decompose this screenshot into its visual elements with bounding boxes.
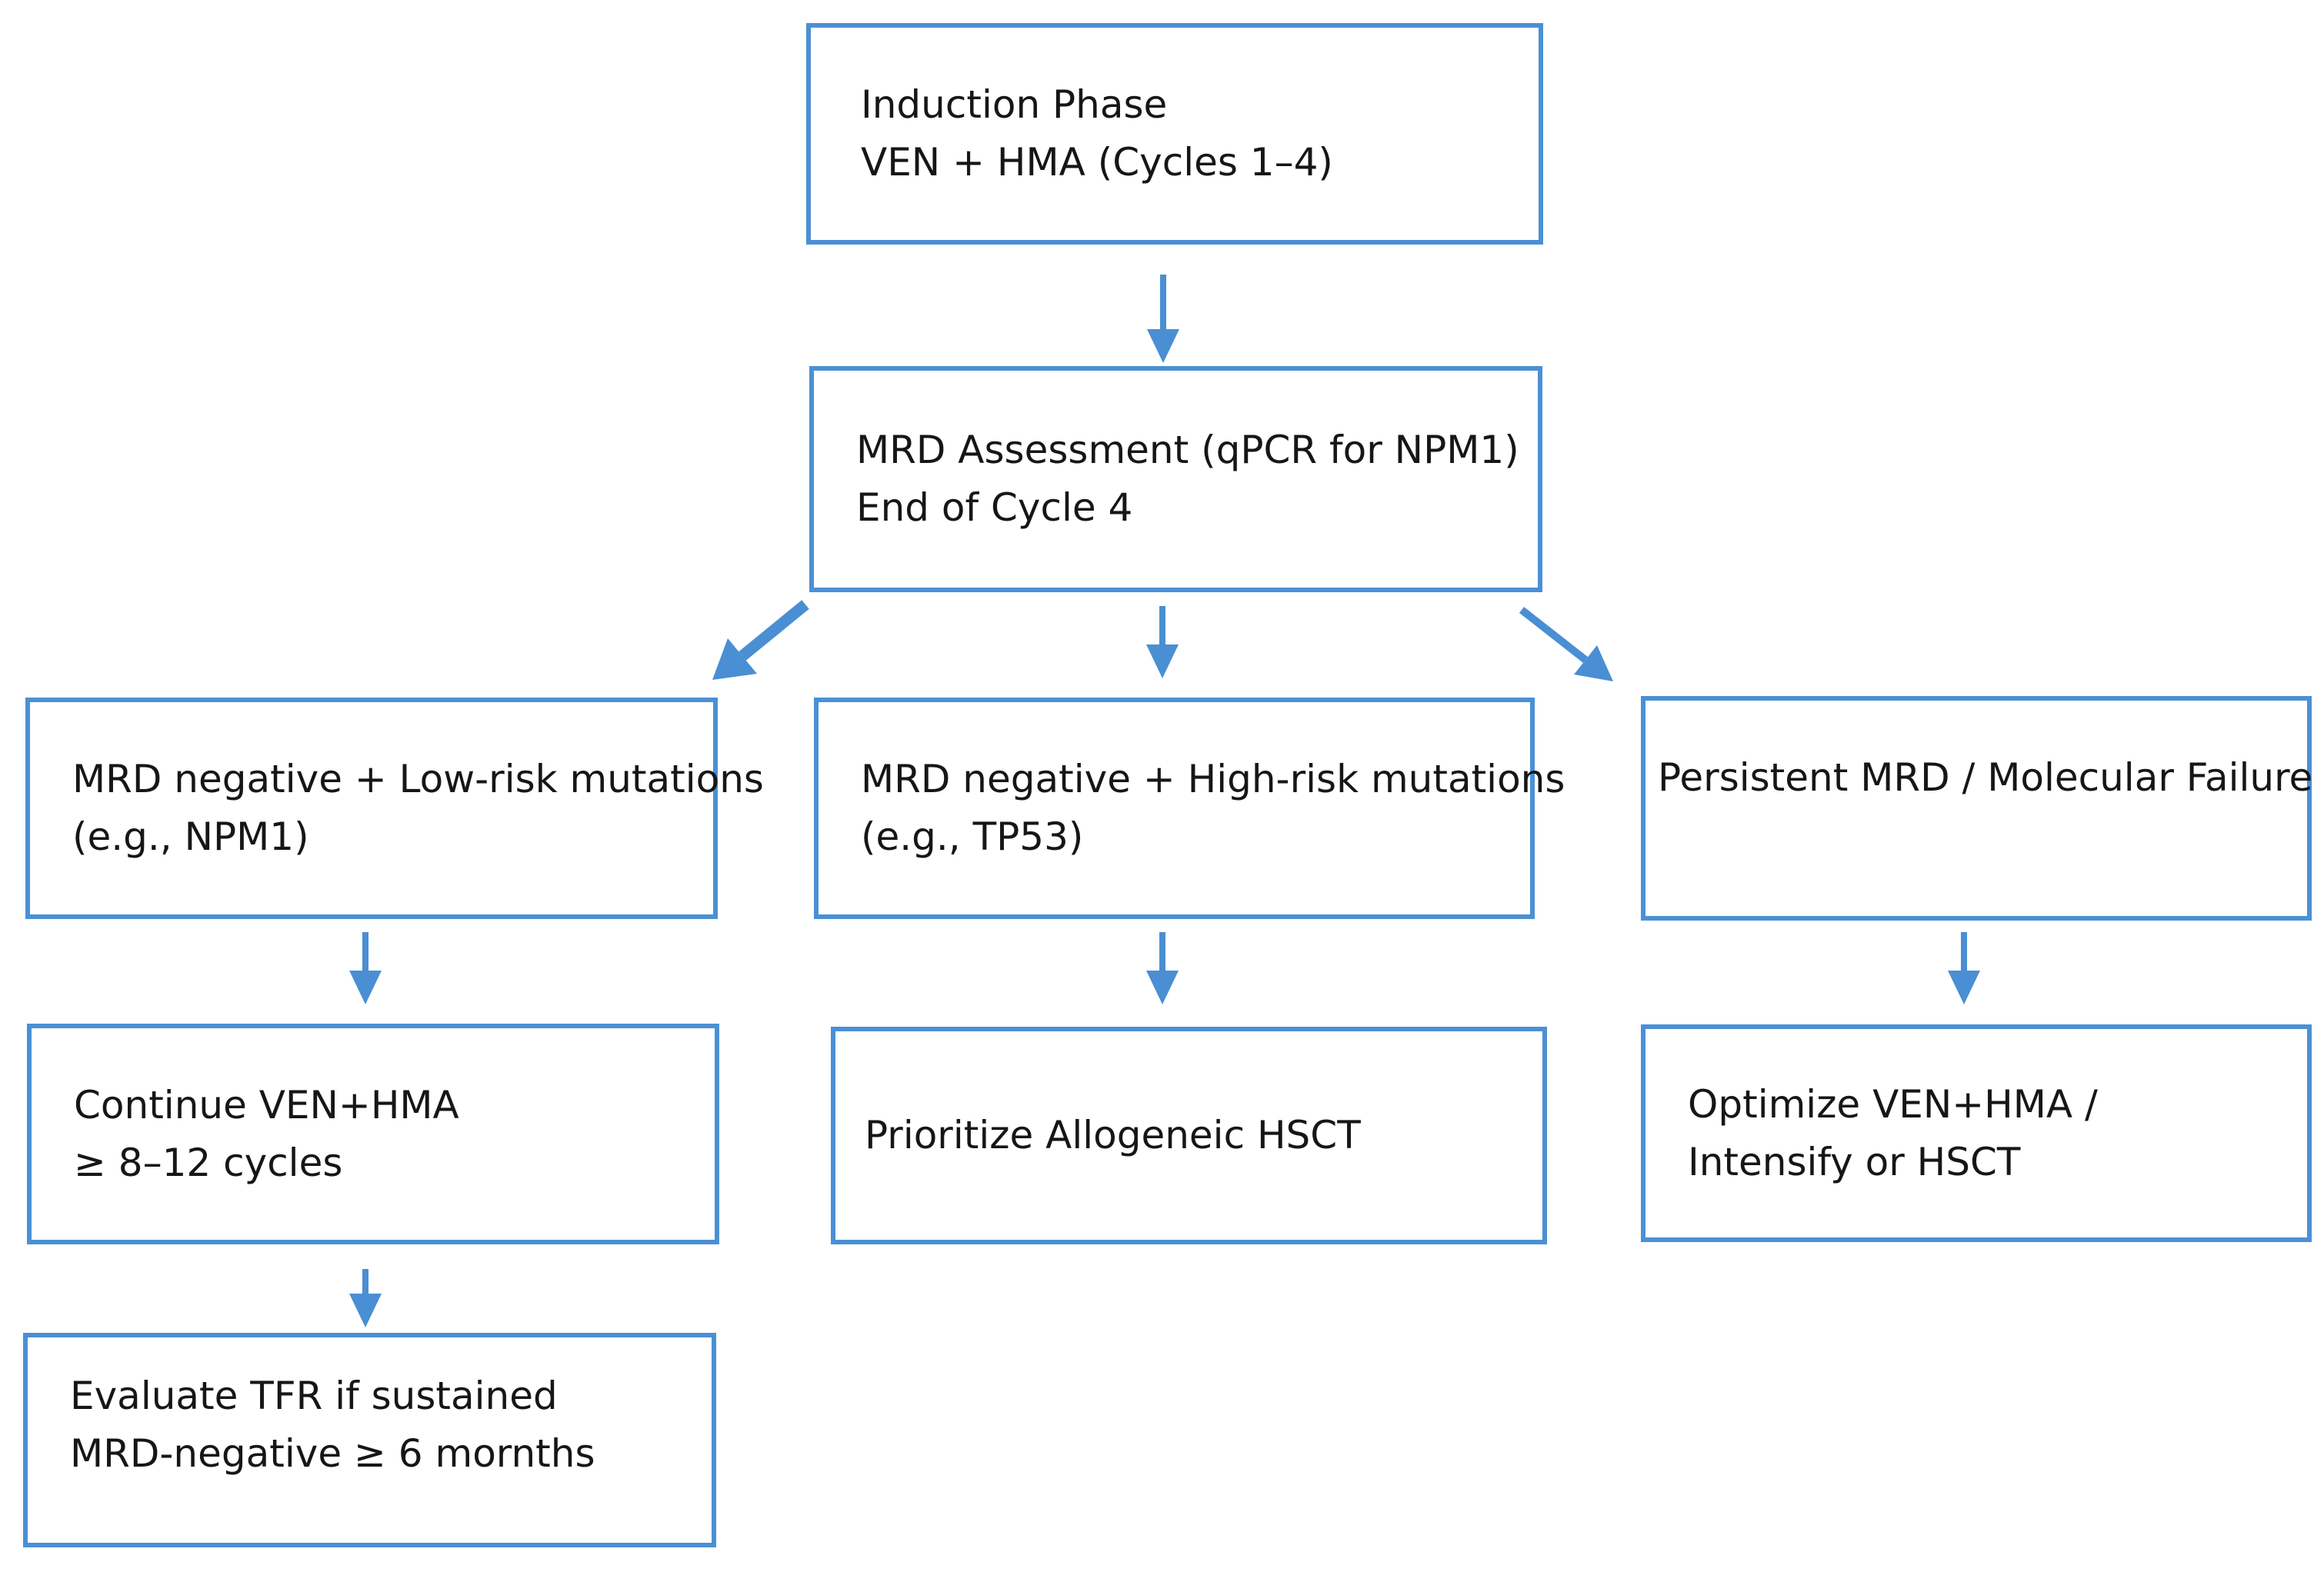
arrow-continue-to-tfr	[349, 1269, 382, 1327]
arrow-persistent-to-optimize	[1948, 932, 1980, 1004]
node-optimize-ven-hma: Optimize VEN+HMA / Intensify or HSCT	[1641, 1024, 2312, 1242]
node-optimize-ven-hma-label: Optimize VEN+HMA / Intensify or HSCT	[1688, 1081, 2098, 1184]
node-persistent-mrd-label: Persistent MRD / Molecular Failure	[1658, 754, 2313, 800]
node-mrd-negative-high-risk-label: MRD negative + High-risk mutations (e.g.…	[861, 757, 1565, 859]
node-mrd-assessment: MRD Assessment (qPCR for NPM1) End of Cy…	[809, 366, 1542, 592]
arrow-mrd-to-high-risk	[1146, 606, 1179, 678]
node-continue-ven-hma-label: Continue VEN+HMA ≥ 8–12 cycles	[74, 1082, 459, 1185]
node-evaluate-tfr: Evaluate TFR if sustained MRD-negative ≥…	[23, 1333, 716, 1547]
arrow-high-risk-to-hsct	[1146, 932, 1179, 1004]
node-mrd-negative-low-risk-label: MRD negative + Low-risk mutations (e.g.,…	[72, 757, 764, 859]
node-prioritize-hsct: Prioritize Allogeneic HSCT	[831, 1027, 1547, 1244]
arrow-mrd-to-persistent	[1519, 607, 1613, 681]
arrow-mrd-to-low-risk	[712, 600, 809, 680]
node-mrd-negative-low-risk: MRD negative + Low-risk mutations (e.g.,…	[25, 698, 764, 919]
arrow-induction-to-mrd	[1147, 275, 1179, 363]
node-induction-phase: Induction Phase VEN + HMA (Cycles 1–4)	[806, 23, 1543, 245]
node-mrd-negative-high-risk: MRD negative + High-risk mutations (e.g.…	[814, 698, 1565, 919]
node-mrd-assessment-label: MRD Assessment (qPCR for NPM1) End of Cy…	[856, 428, 1519, 530]
node-continue-ven-hma: Continue VEN+HMA ≥ 8–12 cycles	[27, 1024, 719, 1244]
node-persistent-mrd: Persistent MRD / Molecular Failure	[1641, 696, 2312, 921]
arrow-low-risk-to-continue	[349, 932, 382, 1004]
node-prioritize-hsct-label: Prioritize Allogeneic HSCT	[865, 1113, 1361, 1157]
node-evaluate-tfr-label: Evaluate TFR if sustained MRD-negative ≥…	[70, 1373, 595, 1476]
node-induction-phase-label: Induction Phase VEN + HMA (Cycles 1–4)	[861, 82, 1333, 185]
